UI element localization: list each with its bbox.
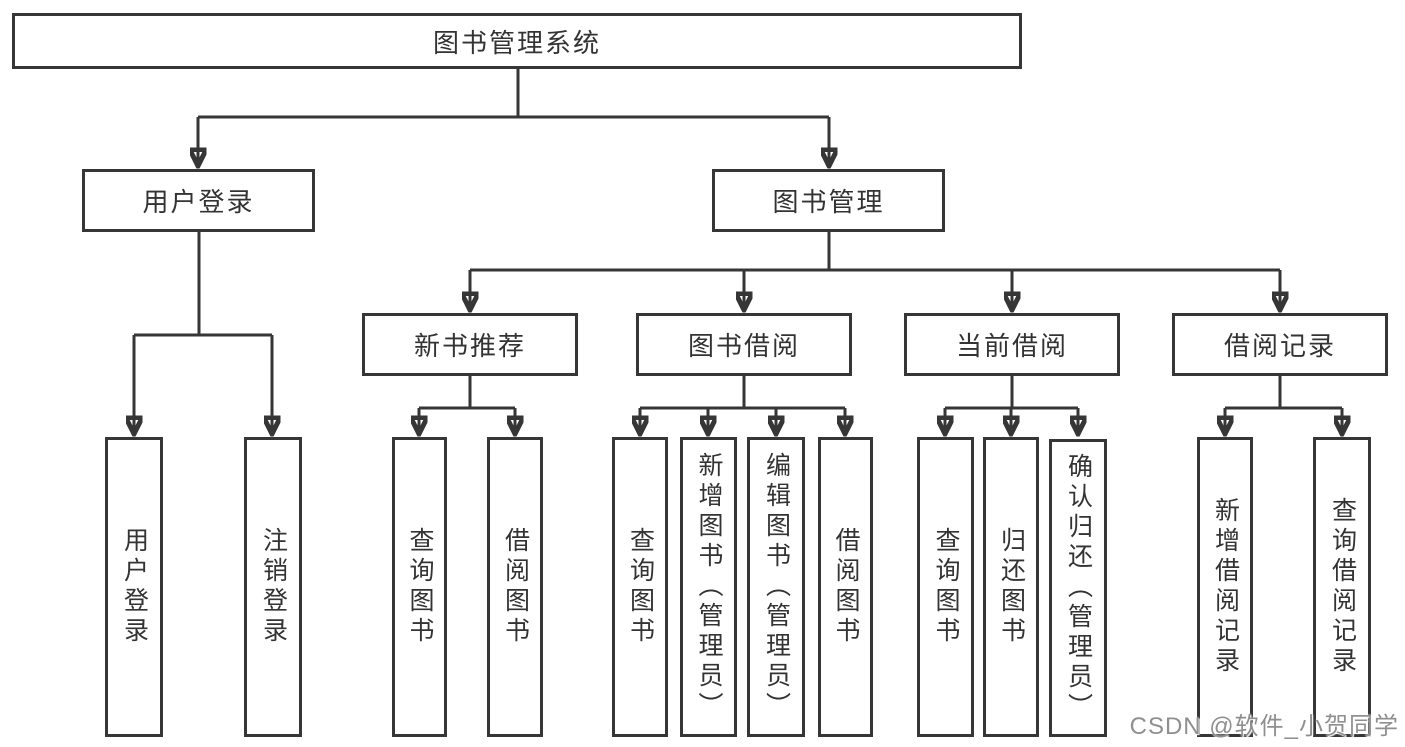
leaf-br-add-record: 新增借阅记录 <box>1197 437 1253 737</box>
leaf-nb-borrow-book: 借阅图书 <box>487 437 543 737</box>
leaf-bb-add-book-label: 新增图书（管理员） <box>695 452 723 722</box>
node-book-borrow-label: 图书借阅 <box>687 331 800 361</box>
leaf-br-query-record: 查询借阅记录 <box>1313 437 1371 737</box>
leaf-user-login-label: 用户登录 <box>120 527 149 647</box>
leaf-cb-return-book: 归还图书 <box>983 437 1039 737</box>
leaf-nb-borrow-book-label: 借阅图书 <box>501 527 530 647</box>
leaf-cb-query-book-label: 查询图书 <box>932 527 960 647</box>
leaf-cb-confirm-return: 确认归还（管理员） <box>1049 439 1107 737</box>
leaf-bb-add-book: 新增图书（管理员） <box>680 437 737 737</box>
connector-current-borrow-to-children <box>945 376 1078 434</box>
node-book-mgmt: 图书管理 <box>712 169 945 232</box>
leaf-nb-query-book: 查询图书 <box>392 437 447 737</box>
leaf-br-add-record-label: 新增借阅记录 <box>1211 497 1240 677</box>
leaf-bb-borrow-book: 借阅图书 <box>818 437 873 737</box>
connector-new-book-rec-to-children <box>419 376 515 434</box>
leaf-bb-edit-book-label: 编辑图书（管理员） <box>762 452 791 722</box>
node-user-login: 用户登录 <box>82 169 315 232</box>
connector-book-mgmt-to-level3 <box>470 232 1280 310</box>
node-current-borrow: 当前借阅 <box>904 313 1120 376</box>
leaf-nb-query-book-label: 查询图书 <box>406 527 434 647</box>
connector-book-borrow-to-children <box>640 376 845 434</box>
node-root: 图书管理系统 <box>12 13 1022 69</box>
connector-borrow-record-to-children <box>1225 376 1342 434</box>
node-borrow-record-label: 借阅记录 <box>1223 331 1336 361</box>
node-book-borrow: 图书借阅 <box>636 313 852 376</box>
node-root-label: 图书管理系统 <box>432 27 601 58</box>
node-new-book-rec-label: 新书推荐 <box>413 331 526 361</box>
leaf-cb-query-book: 查询图书 <box>917 437 974 737</box>
leaf-logout: 注销登录 <box>244 437 302 737</box>
node-borrow-record: 借阅记录 <box>1172 313 1388 376</box>
leaf-bb-borrow-book-label: 借阅图书 <box>832 527 860 647</box>
node-current-borrow-label: 当前借阅 <box>955 331 1068 361</box>
leaf-user-login: 用户登录 <box>105 437 163 737</box>
csdn-watermark: CSDN @软件_小贺同学 <box>1129 713 1399 740</box>
leaf-bb-edit-book: 编辑图书（管理员） <box>747 437 805 737</box>
leaf-bb-query-book: 查询图书 <box>612 437 668 737</box>
leaf-logout-label: 注销登录 <box>259 527 288 647</box>
connector-user-login-to-children <box>134 232 272 434</box>
node-user-login-label: 用户登录 <box>142 187 255 217</box>
leaf-br-query-record-label: 查询借阅记录 <box>1328 497 1357 677</box>
connector-root-to-level2 <box>198 69 829 166</box>
leaf-cb-return-book-label: 归还图书 <box>997 527 1026 647</box>
leaf-bb-query-book-label: 查询图书 <box>626 527 655 647</box>
leaf-cb-confirm-return-label: 确认归还（管理员） <box>1064 453 1093 723</box>
node-book-mgmt-label: 图书管理 <box>772 187 885 217</box>
node-new-book-rec: 新书推荐 <box>362 313 578 376</box>
